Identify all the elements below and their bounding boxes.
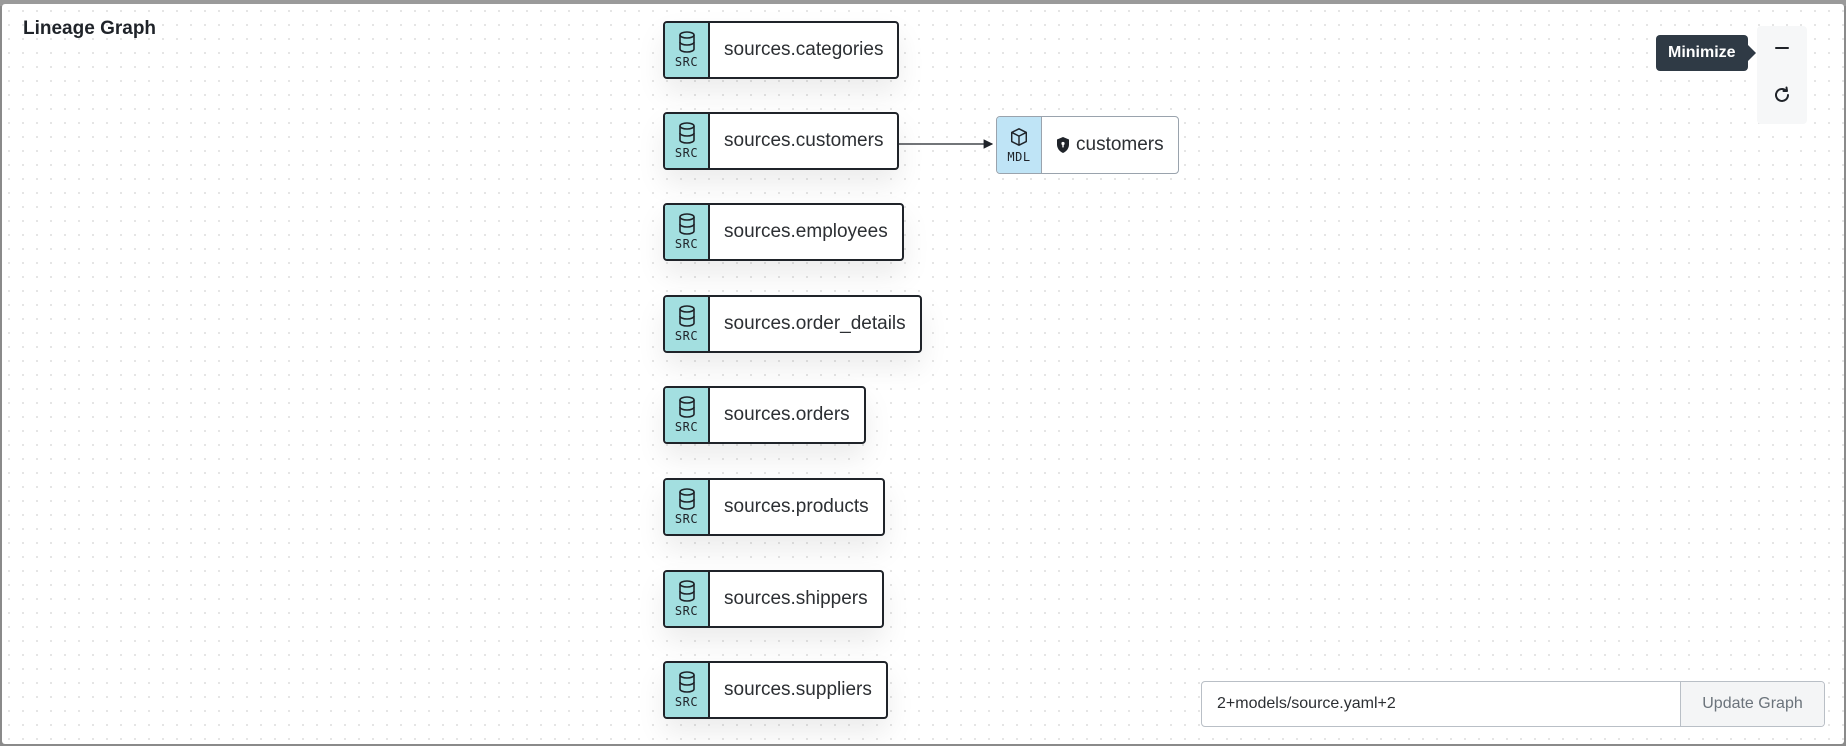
source-tag: SRC bbox=[674, 420, 699, 434]
refresh-button[interactable] bbox=[1764, 77, 1800, 113]
database-icon bbox=[678, 213, 695, 235]
lineage-graph-modal: Lineage Graph SRC sources.categories SRC… bbox=[2, 4, 1844, 744]
source-label: sources.order_details bbox=[724, 313, 906, 334]
background-app bbox=[0, 0, 1846, 6]
source-node-customers[interactable]: SRC sources.customers bbox=[663, 112, 900, 170]
lineage-edge bbox=[897, 139, 994, 149]
database-icon bbox=[678, 671, 695, 693]
database-icon bbox=[678, 122, 695, 144]
shield-icon bbox=[1057, 137, 1069, 153]
source-badge: SRC bbox=[665, 114, 710, 168]
source-label: sources.customers bbox=[724, 130, 884, 151]
source-tag: SRC bbox=[674, 329, 699, 343]
source-node-orders[interactable]: SRC sources.orders bbox=[663, 386, 866, 444]
refresh-icon bbox=[1775, 86, 1789, 102]
source-badge: SRC bbox=[665, 205, 710, 259]
source-label: sources.categories bbox=[724, 39, 884, 60]
source-tag: SRC bbox=[674, 146, 699, 160]
source-badge: SRC bbox=[665, 663, 710, 717]
source-node-products[interactable]: SRC sources.products bbox=[663, 478, 885, 536]
model-label-wrap: customers bbox=[1042, 117, 1178, 173]
source-label: sources.orders bbox=[724, 404, 850, 425]
source-node-shippers[interactable]: SRC sources.shippers bbox=[663, 570, 884, 628]
database-icon bbox=[678, 580, 695, 602]
source-node-order-details[interactable]: SRC sources.order_details bbox=[663, 295, 922, 353]
minimize-tooltip: Minimize bbox=[1656, 35, 1756, 71]
source-tag: SRC bbox=[674, 695, 699, 709]
source-badge: SRC bbox=[665, 572, 710, 626]
update-graph-button[interactable]: Update Graph bbox=[1680, 682, 1824, 726]
database-icon bbox=[678, 396, 695, 418]
source-tag: SRC bbox=[674, 237, 699, 251]
source-tag: SRC bbox=[674, 604, 699, 618]
database-icon bbox=[678, 488, 695, 510]
selector-input[interactable] bbox=[1202, 682, 1680, 726]
source-node-categories[interactable]: SRC sources.categories bbox=[663, 21, 900, 79]
source-label: sources.employees bbox=[724, 221, 888, 242]
source-badge: SRC bbox=[665, 388, 710, 442]
source-node-suppliers[interactable]: SRC sources.suppliers bbox=[663, 661, 888, 719]
minus-icon bbox=[1775, 47, 1789, 49]
source-label: sources.suppliers bbox=[724, 679, 872, 700]
source-tag: SRC bbox=[674, 55, 699, 69]
source-badge: SRC bbox=[665, 23, 710, 77]
model-tag: MDL bbox=[1007, 150, 1031, 164]
model-node-customers[interactable]: MDL customers bbox=[996, 116, 1179, 174]
model-label: customers bbox=[1076, 134, 1164, 155]
source-badge: SRC bbox=[665, 480, 710, 534]
database-icon bbox=[678, 31, 695, 53]
source-badge: SRC bbox=[665, 297, 710, 351]
source-label: sources.shippers bbox=[724, 588, 868, 609]
cube-icon bbox=[1011, 128, 1027, 146]
model-badge: MDL bbox=[997, 117, 1042, 173]
source-node-employees[interactable]: SRC sources.employees bbox=[663, 203, 904, 261]
source-label: sources.products bbox=[724, 496, 869, 517]
database-icon bbox=[678, 305, 695, 327]
source-tag: SRC bbox=[674, 512, 699, 526]
graph-controls bbox=[1757, 26, 1807, 124]
minimize-button[interactable] bbox=[1764, 30, 1800, 66]
modal-title: Lineage Graph bbox=[23, 18, 157, 39]
graph-selector: Update Graph bbox=[1201, 681, 1825, 727]
